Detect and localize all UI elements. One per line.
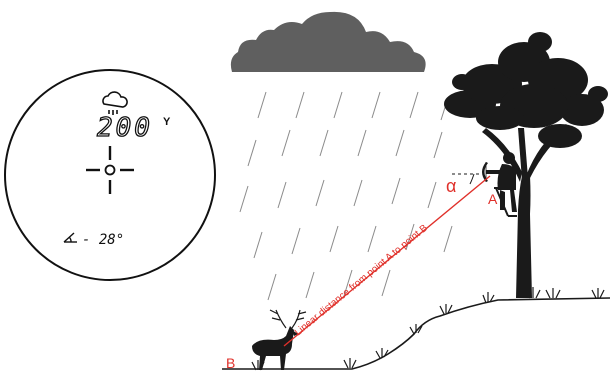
rain-streaks	[240, 92, 452, 300]
angle-arc	[470, 174, 474, 184]
rain-cloud	[231, 12, 426, 72]
tree	[444, 32, 608, 298]
point-a-label: A	[488, 191, 498, 207]
deer-silhouette	[252, 310, 306, 370]
distance-readout: 200	[97, 113, 153, 143]
angle-alpha-label: α	[446, 176, 456, 196]
rangefinder-view: 200 Y - 28°	[5, 70, 215, 280]
point-b-label: B	[226, 355, 235, 371]
angle-readout: - 28°	[82, 232, 124, 248]
distance-unit: Y	[163, 116, 171, 128]
distance-line-label: Linear distance from point A to point B	[293, 222, 430, 338]
